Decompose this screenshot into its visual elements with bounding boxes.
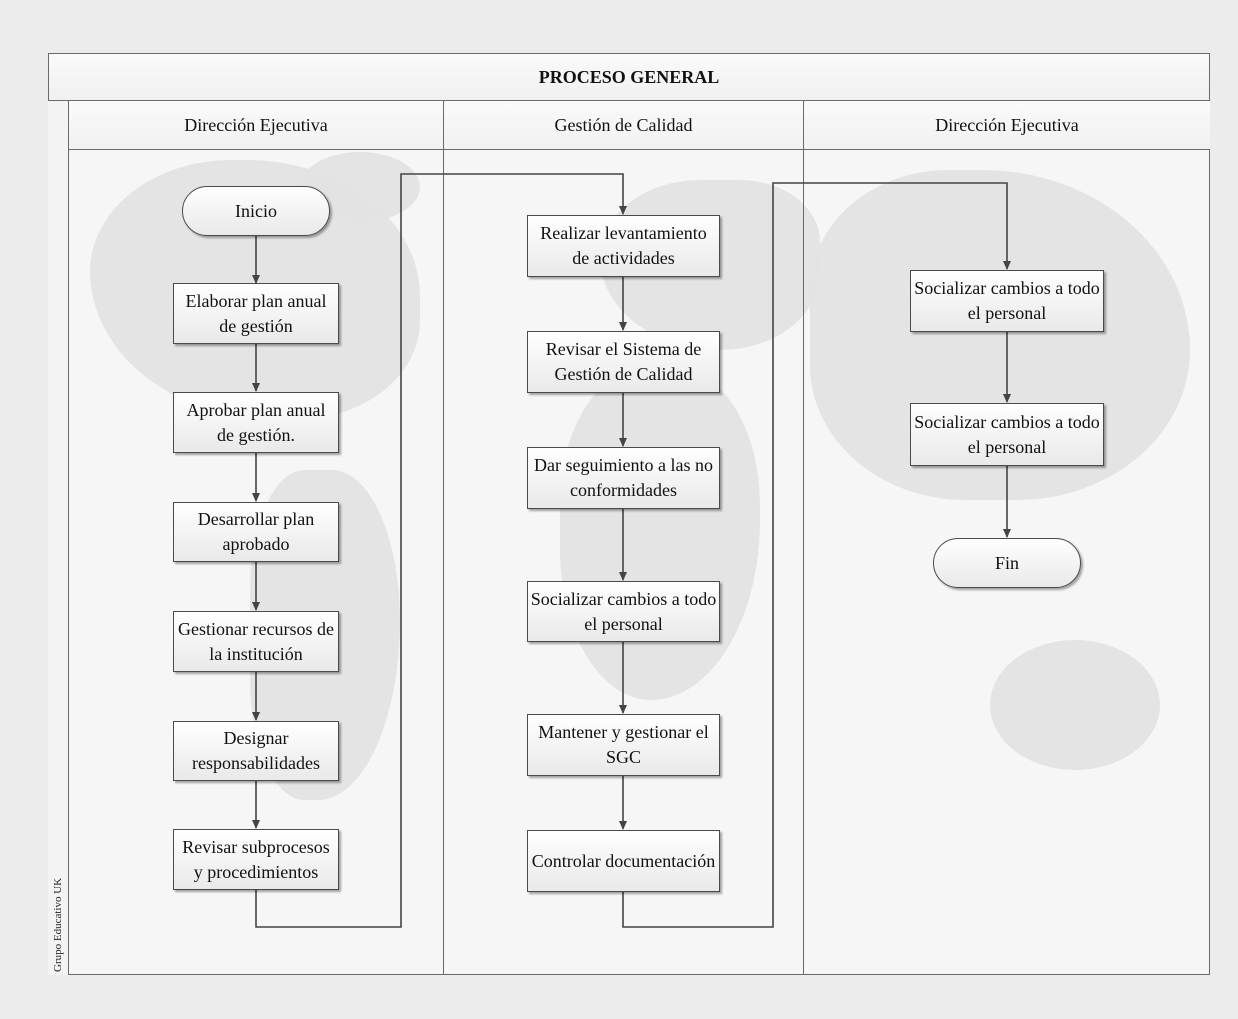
- end-terminator: Fin: [933, 538, 1081, 588]
- step-mantener-sgc: Mantener y gestionar el SGC: [527, 714, 720, 776]
- step-aprobar-plan: Aprobar plan anual de gestión.: [173, 392, 339, 453]
- lane-divider-2: [803, 101, 804, 975]
- arrow-lane2-to-lane3: [622, 182, 1011, 928]
- step-designar-responsabilidades: Designar responsabilidades: [173, 721, 339, 781]
- step-realizar-levantamiento: Realizar levantamiento de actividades: [527, 215, 720, 277]
- lane-header-direccion-2: Dirección Ejecutiva: [804, 101, 1210, 150]
- lane-header-gestion-calidad: Gestión de Calidad: [444, 101, 803, 150]
- map-australia: [990, 640, 1160, 770]
- step-socializar-cambios-3: Socializar cambios a todo el personal: [910, 403, 1104, 466]
- side-band: [48, 101, 69, 975]
- map-africa: [560, 370, 760, 700]
- step-socializar-cambios-2: Socializar cambios a todo el personal: [910, 270, 1104, 332]
- step-desarrollar-plan: Desarrollar plan aprobado: [173, 502, 339, 562]
- start-terminator: Inicio: [182, 186, 330, 236]
- arrow-lane1-to-lane2: [255, 173, 627, 928]
- step-revisar-subprocesos: Revisar subprocesos y procedimientos: [173, 829, 339, 890]
- step-gestionar-recursos: Gestionar recursos de la institución: [173, 611, 339, 672]
- step-revisar-sgc: Revisar el Sistema de Gestión de Calidad: [527, 331, 720, 393]
- lane-divider-1: [443, 101, 444, 975]
- diagram-title: PROCESO GENERAL: [48, 53, 1210, 101]
- step-dar-seguimiento: Dar seguimiento a las no conformidades: [527, 447, 720, 509]
- step-socializar-cambios-1: Socializar cambios a todo el personal: [527, 581, 720, 642]
- step-controlar-documentacion: Controlar documentación: [527, 830, 720, 892]
- lane-header-direccion-1: Dirección Ejecutiva: [69, 101, 443, 150]
- step-elaborar-plan: Elaborar plan anual de gestión: [173, 283, 339, 344]
